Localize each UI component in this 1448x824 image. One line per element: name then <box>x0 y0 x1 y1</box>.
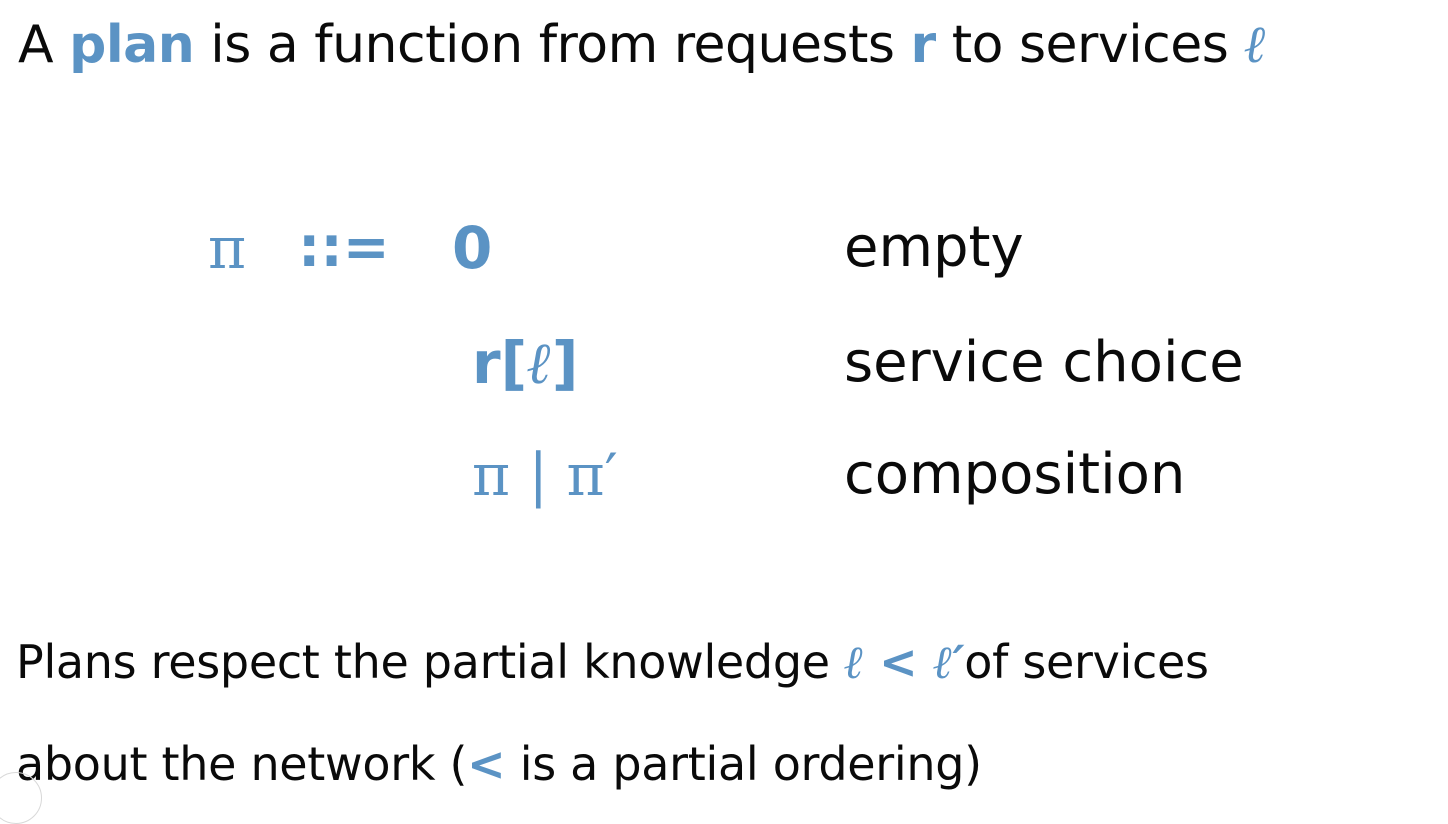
para1-ell-prime: ℓ′ <box>933 635 965 689</box>
title-text-2: is a function from requests <box>194 15 911 75</box>
grammar-lhs-pi: π <box>208 214 247 282</box>
paragraph-network-ordering: about the network (< is a partial orderi… <box>16 732 982 796</box>
para2-text-2: is a partial ordering) <box>505 737 982 791</box>
grammar-production-empty: 0 <box>452 214 493 282</box>
prod-open-bracket: [ <box>500 329 528 397</box>
prod-close-bracket: ] <box>551 329 579 397</box>
title-ell-term: ℓ <box>1244 14 1267 75</box>
grammar-desc-composition: composition <box>844 442 1186 507</box>
paragraph-partial-knowledge: Plans respect the partial knowledge ℓ < … <box>16 630 1209 694</box>
prod-r: r <box>472 329 501 397</box>
slide-title: A plan is a function from requests r to … <box>18 10 1267 80</box>
grammar-desc-service-choice: service choice <box>844 330 1244 395</box>
title-r-term: r <box>910 15 937 75</box>
title-text-3: to services <box>935 15 1245 75</box>
title-text-1: A <box>18 15 70 75</box>
para1-less-than: < <box>863 635 934 689</box>
para2-text-1: about the network ( <box>16 737 468 791</box>
grammar-defines-symbol: ::= <box>298 215 390 280</box>
grammar-production-service-choice: r[ℓ] <box>472 323 578 403</box>
title-plan-term: plan <box>69 15 195 75</box>
para1-text-1: Plans respect the partial knowledge <box>16 635 845 689</box>
grammar-production-composition: π | π′ <box>472 441 618 509</box>
grammar-desc-empty: empty <box>844 215 1024 280</box>
para1-text-2: of services <box>964 635 1209 689</box>
para2-less-than: < <box>467 737 506 791</box>
prod-ell: ℓ <box>527 329 552 397</box>
para1-ell: ℓ <box>844 635 864 689</box>
